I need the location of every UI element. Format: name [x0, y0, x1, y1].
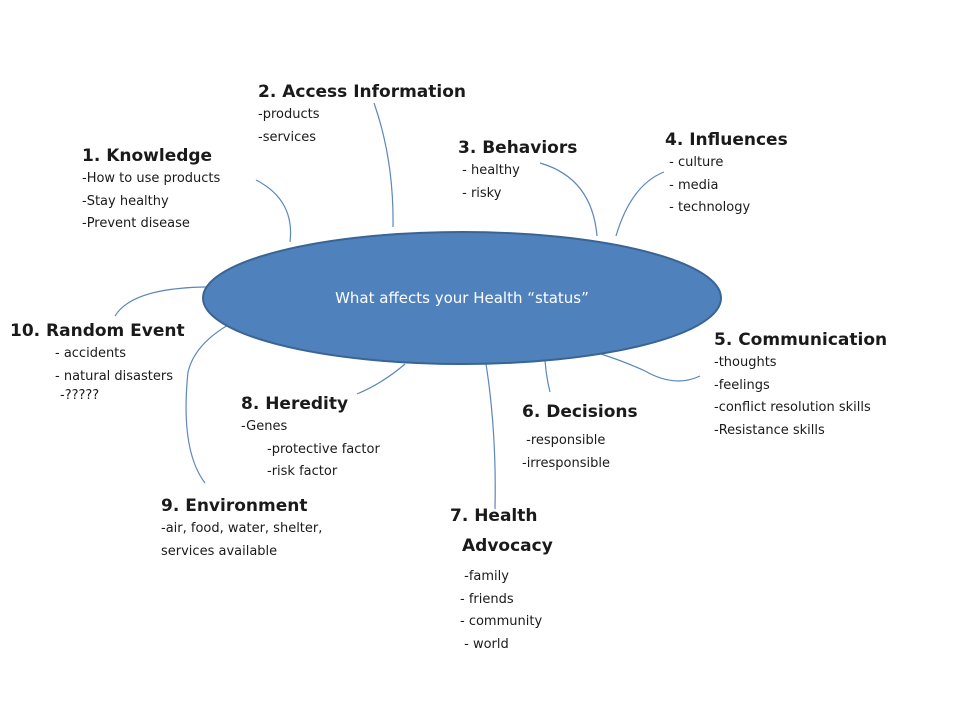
factor-item: - world [460, 636, 509, 652]
factor-item: - media [665, 177, 719, 193]
factor-item: -irresponsible [522, 455, 610, 471]
factor-item: -????? [60, 388, 100, 403]
factor-heredity: 8. Heredity -Genes -protective factor -r… [241, 392, 380, 484]
factor-title: 2. Access Information [258, 82, 467, 102]
connector-access-information [373, 102, 394, 228]
factor-environment: 9. Environment -air, food, water, shelte… [161, 494, 322, 563]
factor-item: - community [460, 614, 543, 629]
factor-item: -Genes [241, 419, 288, 434]
factor-item: -conflict resolution skills [714, 400, 871, 415]
factor-item: -air, food, water, shelter, [161, 521, 323, 536]
connector-heredity [356, 363, 406, 395]
factor-title: 4. Influences [665, 130, 788, 150]
factor-item: -Resistance skills [714, 422, 825, 438]
connector-behaviors [539, 162, 598, 237]
factor-item: services available [161, 543, 278, 559]
factor-item: -thoughts [714, 355, 777, 370]
center-ellipse [202, 231, 722, 365]
factor-title-line-1: 7. Health [450, 506, 538, 526]
factor-title: 5. Communication [714, 330, 888, 350]
factor-item: - natural disasters [55, 368, 174, 384]
factor-decisions: 6. Decisions -responsible -irresponsible [522, 400, 638, 475]
connector-random-event [114, 286, 207, 317]
factor-item: -products [258, 107, 320, 122]
connector-knowledge [255, 179, 292, 243]
factor-title: 1. Knowledge [82, 146, 213, 166]
factor-title: 8. Heredity [241, 394, 349, 414]
factor-item: -Stay healthy [82, 193, 169, 209]
factor-item: -feelings [714, 377, 770, 393]
factor-item: -Prevent disease [82, 216, 190, 231]
factor-item: -How to use products [82, 171, 221, 186]
factor-item: - culture [665, 155, 724, 170]
connector-influences [615, 171, 665, 237]
connector-decisions [544, 359, 551, 393]
factor-random-event: 10. Random Event - accidents - natural d… [10, 319, 185, 404]
factor-influences: 4. Influences - culture - media - techno… [665, 128, 788, 220]
factor-item: -services [258, 129, 317, 145]
factor-item: - risky [458, 185, 502, 201]
factor-title: 9. Environment [161, 496, 308, 516]
factor-health-advocacy: 7. Health Advocacy -family - friends - c… [450, 504, 553, 656]
factor-item: - accidents [55, 346, 127, 361]
connector-health-advocacy [481, 339, 496, 510]
factor-knowledge: 1. Knowledge -How to use products -Stay … [82, 144, 220, 236]
factor-item: -risk factor [267, 464, 338, 479]
factor-title-line-2: Advocacy [462, 536, 553, 556]
factor-item: -protective factor [267, 441, 380, 457]
factor-item: -family [460, 569, 509, 584]
factor-item: - healthy [458, 163, 520, 178]
factor-item: - technology [665, 200, 751, 215]
factor-item: - friends [460, 591, 514, 607]
factor-title: 10. Random Event [10, 321, 185, 341]
center-label: What affects your Health “status” [335, 289, 589, 307]
factor-item: -responsible [522, 433, 606, 448]
factor-communication: 5. Communication -thoughts -feelings -co… [714, 328, 887, 442]
factor-behaviors: 3. Behaviors - healthy - risky [458, 136, 577, 205]
factor-title: 6. Decisions [522, 402, 638, 422]
factor-title: 3. Behaviors [458, 138, 578, 158]
factor-access-information: 2. Access Information -products -service… [258, 80, 466, 149]
